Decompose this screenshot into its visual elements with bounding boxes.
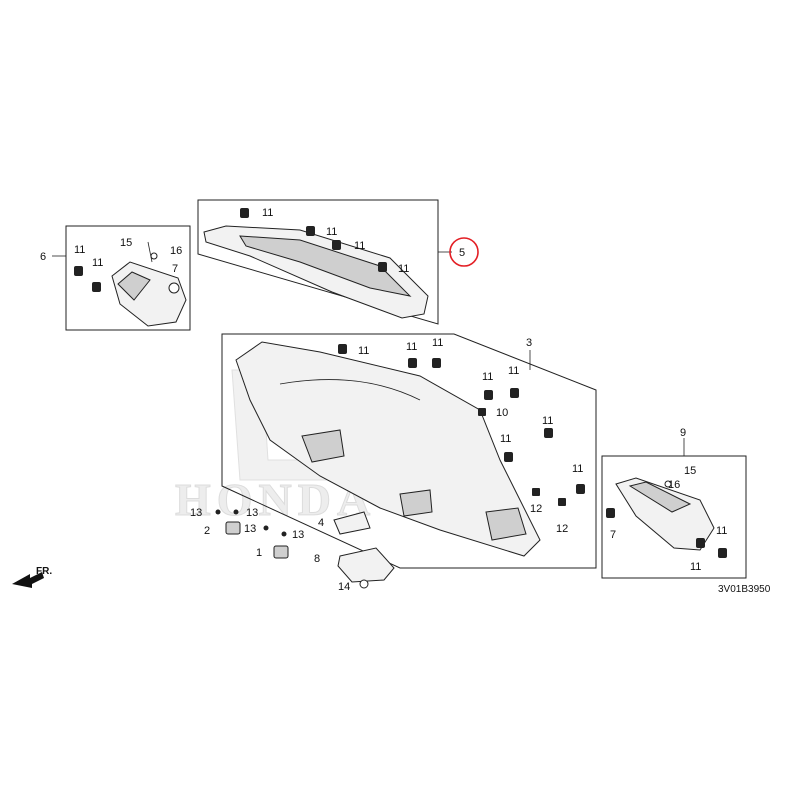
clip-11-c[interactable] xyxy=(240,208,249,218)
side-trim-right[interactable] xyxy=(615,477,715,551)
callout-2[interactable]: 2 xyxy=(204,525,210,537)
callout-12-a[interactable]: 12 xyxy=(530,503,542,515)
callout-14[interactable]: 14 xyxy=(338,581,350,593)
clip-11-k[interactable] xyxy=(510,388,519,398)
callout-15-a[interactable]: 15 xyxy=(120,237,132,249)
switch-2[interactable] xyxy=(225,521,241,535)
clip-11-d[interactable] xyxy=(306,226,315,236)
callout-7-a[interactable]: 7 xyxy=(172,263,178,275)
panel-group-6: 6 11 11 15 16 7 xyxy=(40,225,191,331)
callout-11-j[interactable]: 11 xyxy=(482,371,493,383)
clip-12-a[interactable] xyxy=(532,488,540,496)
lining-opening-center xyxy=(399,489,433,517)
callout-3[interactable]: 3 xyxy=(526,337,532,349)
lining-opening-left xyxy=(301,429,345,463)
lining-opening-right xyxy=(485,507,527,541)
clip-11-g[interactable] xyxy=(338,344,347,354)
callout-16-a[interactable]: 16 xyxy=(170,245,182,257)
clip-11-a[interactable] xyxy=(74,266,83,276)
callout-1[interactable]: 1 xyxy=(256,547,262,559)
callout-12-b[interactable]: 12 xyxy=(556,523,568,535)
callout-7-b[interactable]: 7 xyxy=(610,529,616,541)
screw-13-c[interactable] xyxy=(263,525,269,531)
callout-11-d[interactable]: 11 xyxy=(326,226,337,238)
side-trim-right-detail xyxy=(628,481,692,513)
direction-arrow-icon xyxy=(12,572,44,588)
callout-13-a[interactable]: 13 xyxy=(190,507,202,519)
panel-group-5: 5 11 11 11 11 xyxy=(197,199,479,325)
callout-6[interactable]: 6 xyxy=(40,251,46,263)
callout-11-p[interactable]: 11 xyxy=(716,525,727,537)
callout-5[interactable]: 5 xyxy=(459,247,465,259)
callout-11-b[interactable]: 11 xyxy=(92,257,103,269)
panel-box-9 xyxy=(601,455,747,579)
tailgate-lining-3[interactable] xyxy=(235,341,541,557)
screw-13-d[interactable] xyxy=(281,531,287,537)
callout-11-h[interactable]: 11 xyxy=(406,341,417,353)
callout-11-e[interactable]: 11 xyxy=(354,240,365,252)
callout-15-b[interactable]: 15 xyxy=(684,465,696,477)
clip-11-n[interactable] xyxy=(576,484,585,494)
callout-13-b[interactable]: 13 xyxy=(246,507,258,519)
callout-11-m[interactable]: 11 xyxy=(500,433,511,445)
callout-8[interactable]: 8 xyxy=(314,553,320,565)
callout-4[interactable]: 4 xyxy=(318,517,324,529)
callout-11-k[interactable]: 11 xyxy=(508,365,519,377)
grommet-7[interactable] xyxy=(168,282,180,294)
upper-trim-5[interactable] xyxy=(203,225,429,319)
clip-11-m[interactable] xyxy=(504,452,513,462)
clip-11-j[interactable] xyxy=(484,390,493,400)
washer-16-b[interactable] xyxy=(664,480,672,488)
panel-box-3 xyxy=(221,333,597,569)
panel-group-9: 9 15 16 7 11 11 xyxy=(601,427,747,579)
lower-hardware-group: 13 13 13 13 2 1 8 14 xyxy=(190,507,395,593)
clip-11-i[interactable] xyxy=(432,358,441,368)
callout-13-c[interactable]: 13 xyxy=(244,523,256,535)
panel-box-6 xyxy=(65,225,191,331)
panel-group-3: 3 11 11 11 11 11 11 11 11 10 12 12 4 xyxy=(221,333,597,569)
screw-14[interactable] xyxy=(359,579,369,589)
callout-11-l[interactable]: 11 xyxy=(542,415,553,427)
callout-11-g[interactable]: 11 xyxy=(358,345,369,357)
callout-11-a[interactable]: 11 xyxy=(74,244,85,256)
side-trim-left-detail xyxy=(117,271,151,301)
cover-4[interactable] xyxy=(333,511,371,535)
clip-10[interactable] xyxy=(478,408,486,416)
clip-11-p[interactable] xyxy=(718,548,727,558)
clip-11-o[interactable] xyxy=(696,538,705,548)
switch-1[interactable] xyxy=(273,545,289,559)
callout-11-n[interactable]: 11 xyxy=(572,463,583,475)
callout-9[interactable]: 9 xyxy=(680,427,686,439)
callout-13-d[interactable]: 13 xyxy=(292,529,304,541)
handle-8[interactable] xyxy=(337,547,395,583)
front-direction-indicator: FR. xyxy=(12,566,52,588)
clip-7-b[interactable] xyxy=(606,508,615,518)
screw-13-a[interactable] xyxy=(215,509,221,515)
clip-11-b[interactable] xyxy=(92,282,101,292)
clip-12-b[interactable] xyxy=(558,498,566,506)
callout-11-i[interactable]: 11 xyxy=(432,337,443,349)
washer-16[interactable] xyxy=(150,252,158,260)
clip-11-e[interactable] xyxy=(332,240,341,250)
panel-box-5 xyxy=(197,199,439,325)
callout-11-f[interactable]: 11 xyxy=(398,263,409,275)
callout-11-o[interactable]: 11 xyxy=(690,561,701,573)
clip-11-f[interactable] xyxy=(378,262,387,272)
diagram-reference-code: 3V01B3950 xyxy=(718,584,771,595)
callout-11-c[interactable]: 11 xyxy=(262,207,273,219)
direction-label: FR. xyxy=(36,566,52,577)
screw-13-b[interactable] xyxy=(233,509,239,515)
upper-trim-5-detail xyxy=(239,235,412,297)
highlight-ring-5[interactable] xyxy=(449,237,479,267)
lining-contour xyxy=(279,379,421,401)
clip-11-h[interactable] xyxy=(408,358,417,368)
clip-11-l[interactable] xyxy=(544,428,553,438)
callout-16-b[interactable]: 16 xyxy=(668,479,680,491)
callout-10[interactable]: 10 xyxy=(496,407,508,419)
